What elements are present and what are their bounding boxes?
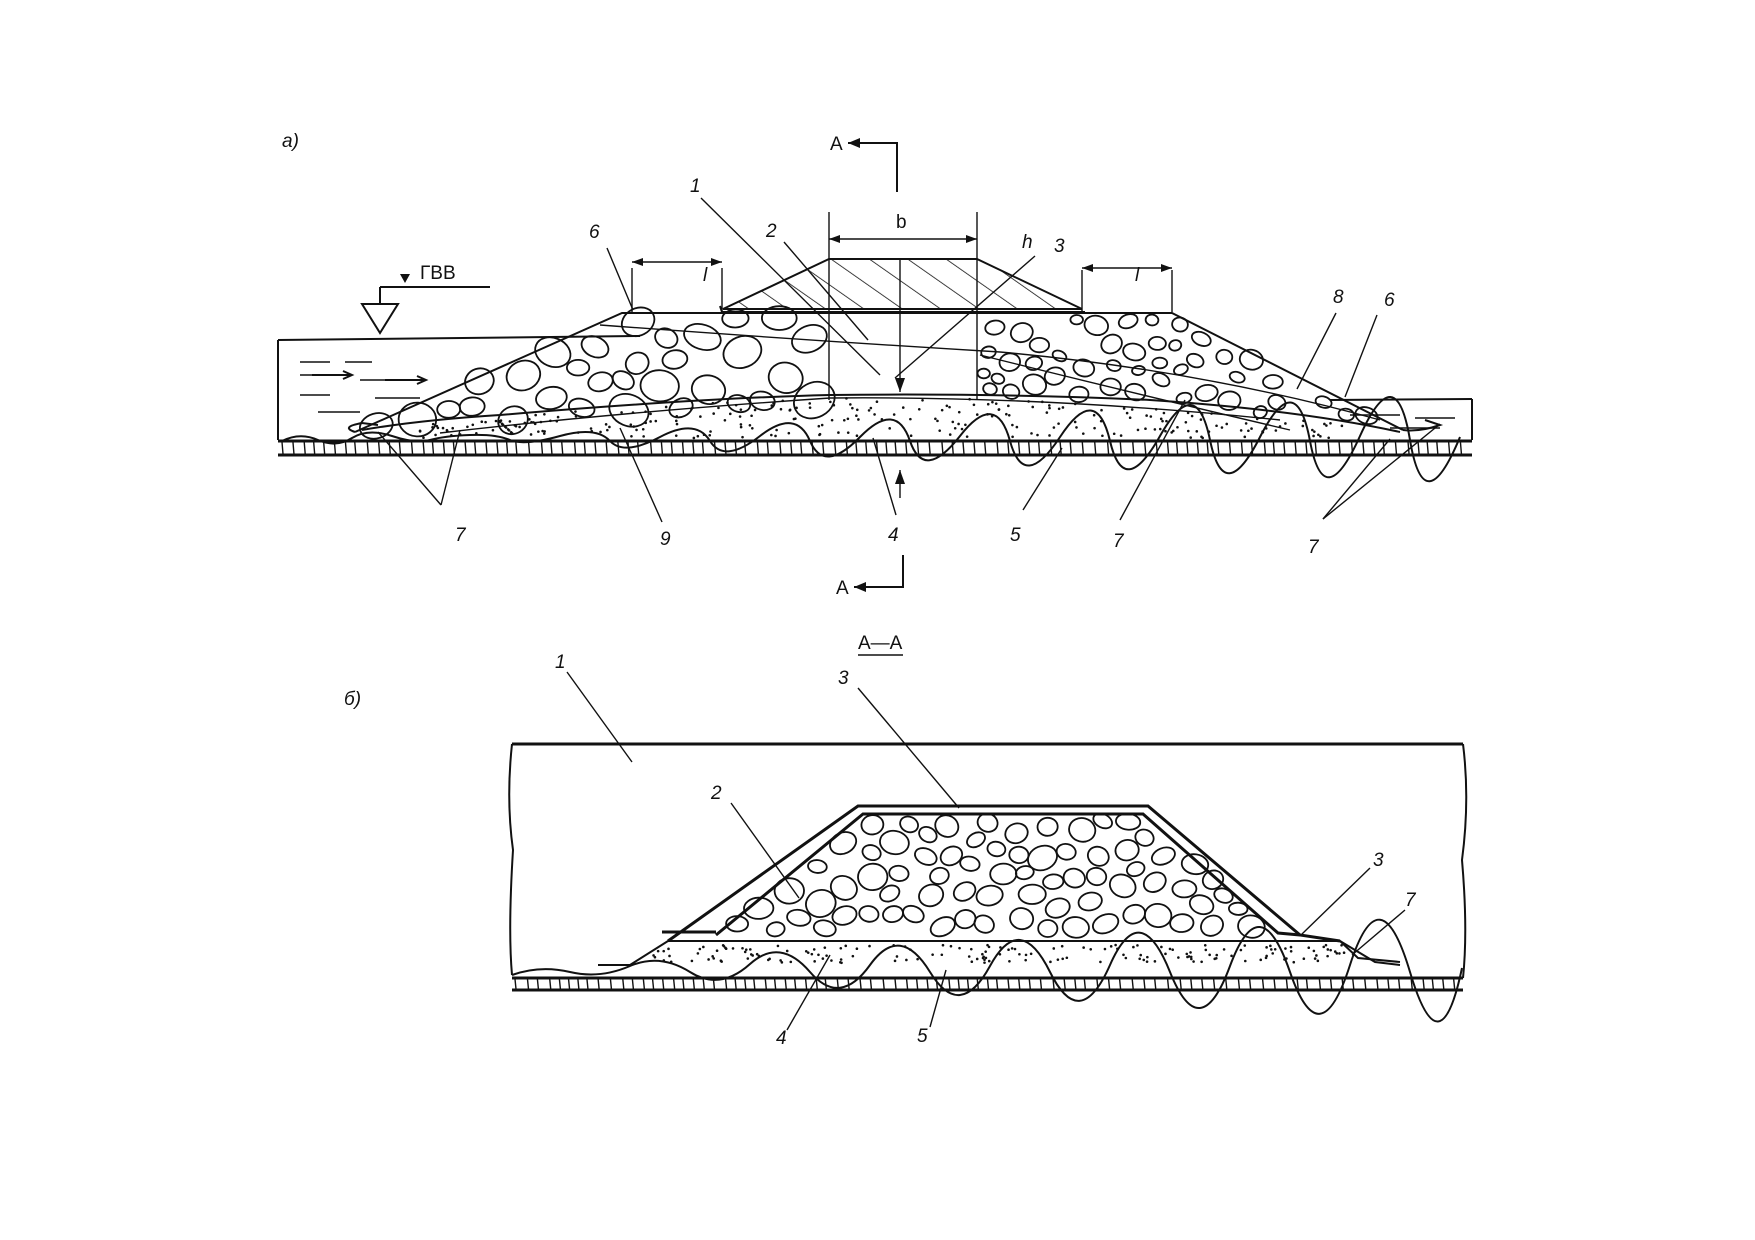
callout-a-6-left: 6	[589, 222, 600, 243]
section-title: А—А	[858, 633, 903, 654]
dim-l-right-label: l	[1135, 265, 1140, 286]
callout-b-4: 4	[776, 1028, 787, 1049]
toe-berm-b-right	[1339, 940, 1401, 963]
callouts-a: 1 2 3 6 8 6 7 9 4 5 7 7	[455, 176, 1395, 558]
callout-b-5: 5	[917, 1026, 928, 1047]
water-flow-arrows	[312, 370, 429, 385]
base-soil-b	[511, 918, 1463, 1023]
callout-a-3: 3	[1054, 236, 1065, 257]
callouts-b: 1 3 2 3 7 4 5	[555, 652, 1417, 1049]
dimension-l-left: l	[631, 258, 723, 312]
section-mark-bottom-label: А	[836, 578, 849, 599]
leader-lines-b	[566, 671, 1406, 1031]
callout-b-3-top: 3	[838, 668, 849, 689]
toe-berm-left	[347, 421, 379, 433]
leader-lines-a	[377, 197, 1441, 523]
dimension-h-label: h	[1022, 232, 1033, 253]
dim-l-left-label: l	[703, 265, 708, 286]
dimension-b-label: b	[896, 212, 907, 233]
base-soil-a	[278, 396, 1472, 483]
callout-b-7: 7	[1405, 890, 1417, 911]
callout-a-8: 8	[1333, 287, 1344, 308]
callout-a-9: 9	[660, 529, 671, 550]
callout-a-6-right: 6	[1384, 290, 1395, 311]
callout-a-7-left: 7	[455, 525, 467, 546]
toe-berm-right	[1402, 419, 1444, 432]
panel-label-b: б)	[344, 689, 361, 710]
section-mark-a-bottom: А	[836, 555, 904, 599]
figure-a: а)	[277, 131, 1473, 599]
callout-a-7-right: 7	[1308, 537, 1320, 558]
figure-b: б) А—А	[344, 633, 1468, 1049]
callout-b-1: 1	[555, 652, 566, 673]
callout-a-2: 2	[765, 221, 777, 242]
water-level-label: ГВВ	[420, 263, 456, 284]
section-mark-a-top: А	[830, 134, 898, 192]
callout-a-4: 4	[888, 525, 899, 546]
section-mark-top-label: А	[830, 134, 843, 155]
panel-label-a: а)	[282, 131, 299, 152]
sand-layer-b	[629, 940, 1401, 966]
callout-a-7-mid: 7	[1113, 531, 1125, 552]
callout-b-2: 2	[710, 783, 722, 804]
callout-b-3-right: 3	[1373, 850, 1384, 871]
callout-a-1: 1	[690, 176, 701, 197]
cross-section-frame	[508, 742, 1468, 979]
dimension-l-right: l	[1081, 264, 1173, 312]
water-level-marker: ГВВ	[360, 263, 490, 335]
dimension-b: b	[829, 212, 977, 243]
rockfill-core-b	[662, 804, 1341, 943]
sand-layer-a	[361, 393, 1401, 440]
road-embankment-a	[719, 258, 1085, 313]
callout-a-5: 5	[1010, 525, 1021, 546]
dimension-h: h	[895, 232, 1033, 498]
